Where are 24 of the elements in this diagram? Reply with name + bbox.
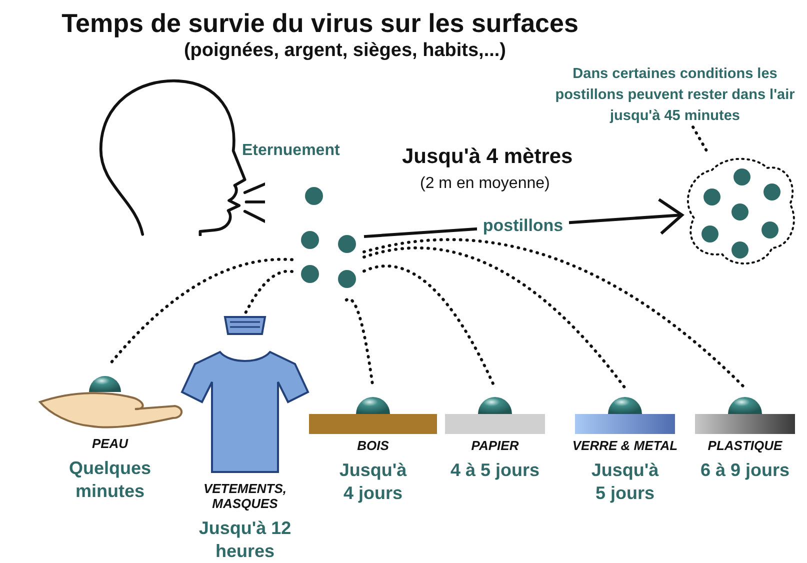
survival-time: Jusqu'à 4 jours — [338, 459, 408, 506]
survival-time: 6 à 9 jours — [699, 459, 791, 482]
sneeze-label: Eternuement — [242, 142, 340, 160]
distance-label: Jusqu'à 4 mètres — [402, 145, 573, 169]
title: Temps de survie du virus sur les surfaces — [60, 8, 580, 39]
dotted-line — [108, 258, 294, 366]
surface-label: BOIS — [356, 438, 390, 453]
survival-time: Jusqu'à 5 jours — [590, 459, 660, 506]
survival-time: 4 à 5 jours — [449, 459, 541, 482]
dotted-line — [692, 126, 709, 154]
survival-time: Quelques minutes — [68, 457, 152, 504]
dotted-line — [244, 270, 294, 316]
edge-label: postillons — [476, 216, 570, 236]
dotted-line — [362, 238, 746, 390]
dotted-line — [362, 246, 626, 390]
subtitle: (poignées, argent, sièges, habits,...) — [182, 40, 508, 62]
note-text: Dans certaines conditions les postillons peuvent rester dans l'air jusqu'à 45 minutes — [554, 65, 796, 126]
surface-label: PAPIER — [470, 438, 520, 453]
surface-label: PEAU — [90, 436, 130, 451]
surface-label: VERRE & METAL — [571, 438, 679, 453]
distance-note: (2 m en moyenne) — [420, 175, 550, 193]
surface-label: VETEMENTS, MASQUES — [202, 481, 288, 511]
survival-time: Jusqu'à 12 heures — [198, 517, 292, 563]
surface-label: PLASTIQUE — [706, 438, 784, 453]
